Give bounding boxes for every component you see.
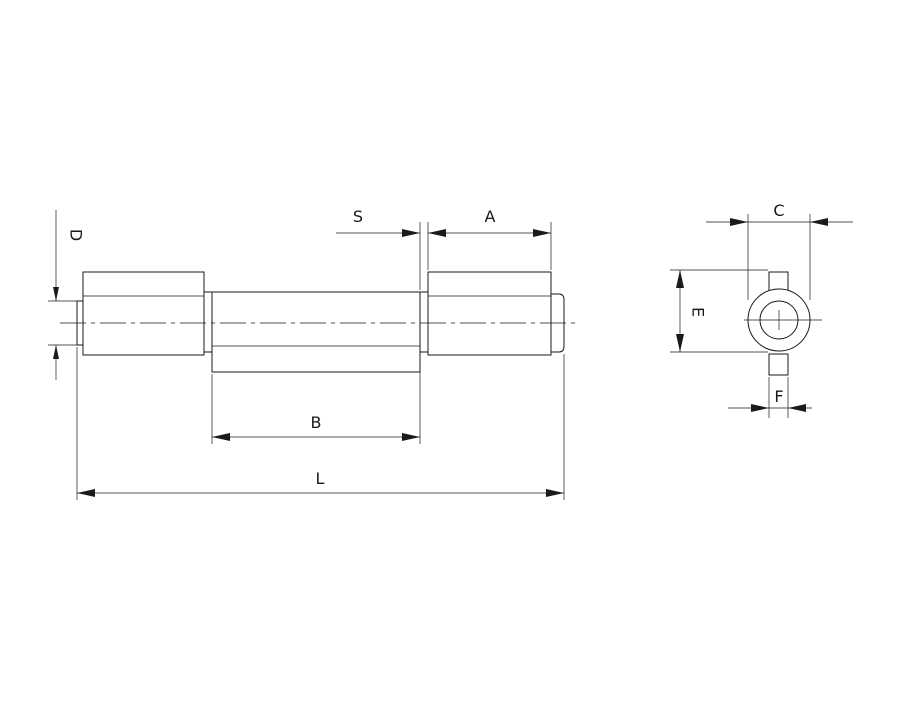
label-b: B [311, 413, 322, 432]
dim-b-arrow-left [212, 433, 230, 441]
end-view [744, 271, 822, 376]
dim-d-arrow-top [53, 287, 59, 301]
label-a: A [485, 207, 496, 226]
right-pin-tip [551, 293, 565, 353]
right-knuckle [427, 271, 552, 356]
left-shoulder [203, 291, 213, 353]
label-c: C [773, 201, 784, 220]
dimension-c: C [706, 201, 853, 300]
dim-d-arrow-bottom [53, 345, 59, 359]
dim-f-arrow-left [751, 404, 769, 412]
dim-a-arrow-right [533, 229, 551, 237]
right-shoulder [419, 291, 429, 353]
side-view [60, 271, 578, 373]
label-f: F [774, 387, 783, 406]
dimension-a: A [427, 207, 552, 270]
label-s: S [353, 207, 363, 226]
dimension-d: D [48, 210, 86, 380]
left-knuckle [82, 271, 205, 356]
label-d: D [67, 229, 86, 241]
middle-body [211, 291, 421, 373]
dim-f-arrow-right [788, 404, 806, 412]
dim-a-arrow-left [428, 229, 446, 237]
dim-l-arrow-left [77, 489, 95, 497]
dimension-b: B [211, 354, 421, 444]
dimension-e: E [670, 269, 768, 353]
dim-e-arrow-top [676, 270, 684, 288]
label-l: L [316, 469, 325, 488]
dim-c-arrow-right [810, 218, 828, 226]
dim-b-arrow-right [402, 433, 420, 441]
dim-c-arrow-left [730, 218, 748, 226]
dimension-s: S [336, 207, 421, 290]
dim-s-arrow [402, 229, 420, 237]
dimension-l: L [76, 347, 565, 500]
label-e: E [689, 307, 708, 317]
leaf-bottom [768, 353, 789, 376]
dimension-f: F [728, 377, 812, 418]
dim-e-arrow-bottom [676, 334, 684, 352]
dim-l-arrow-right [546, 489, 564, 497]
